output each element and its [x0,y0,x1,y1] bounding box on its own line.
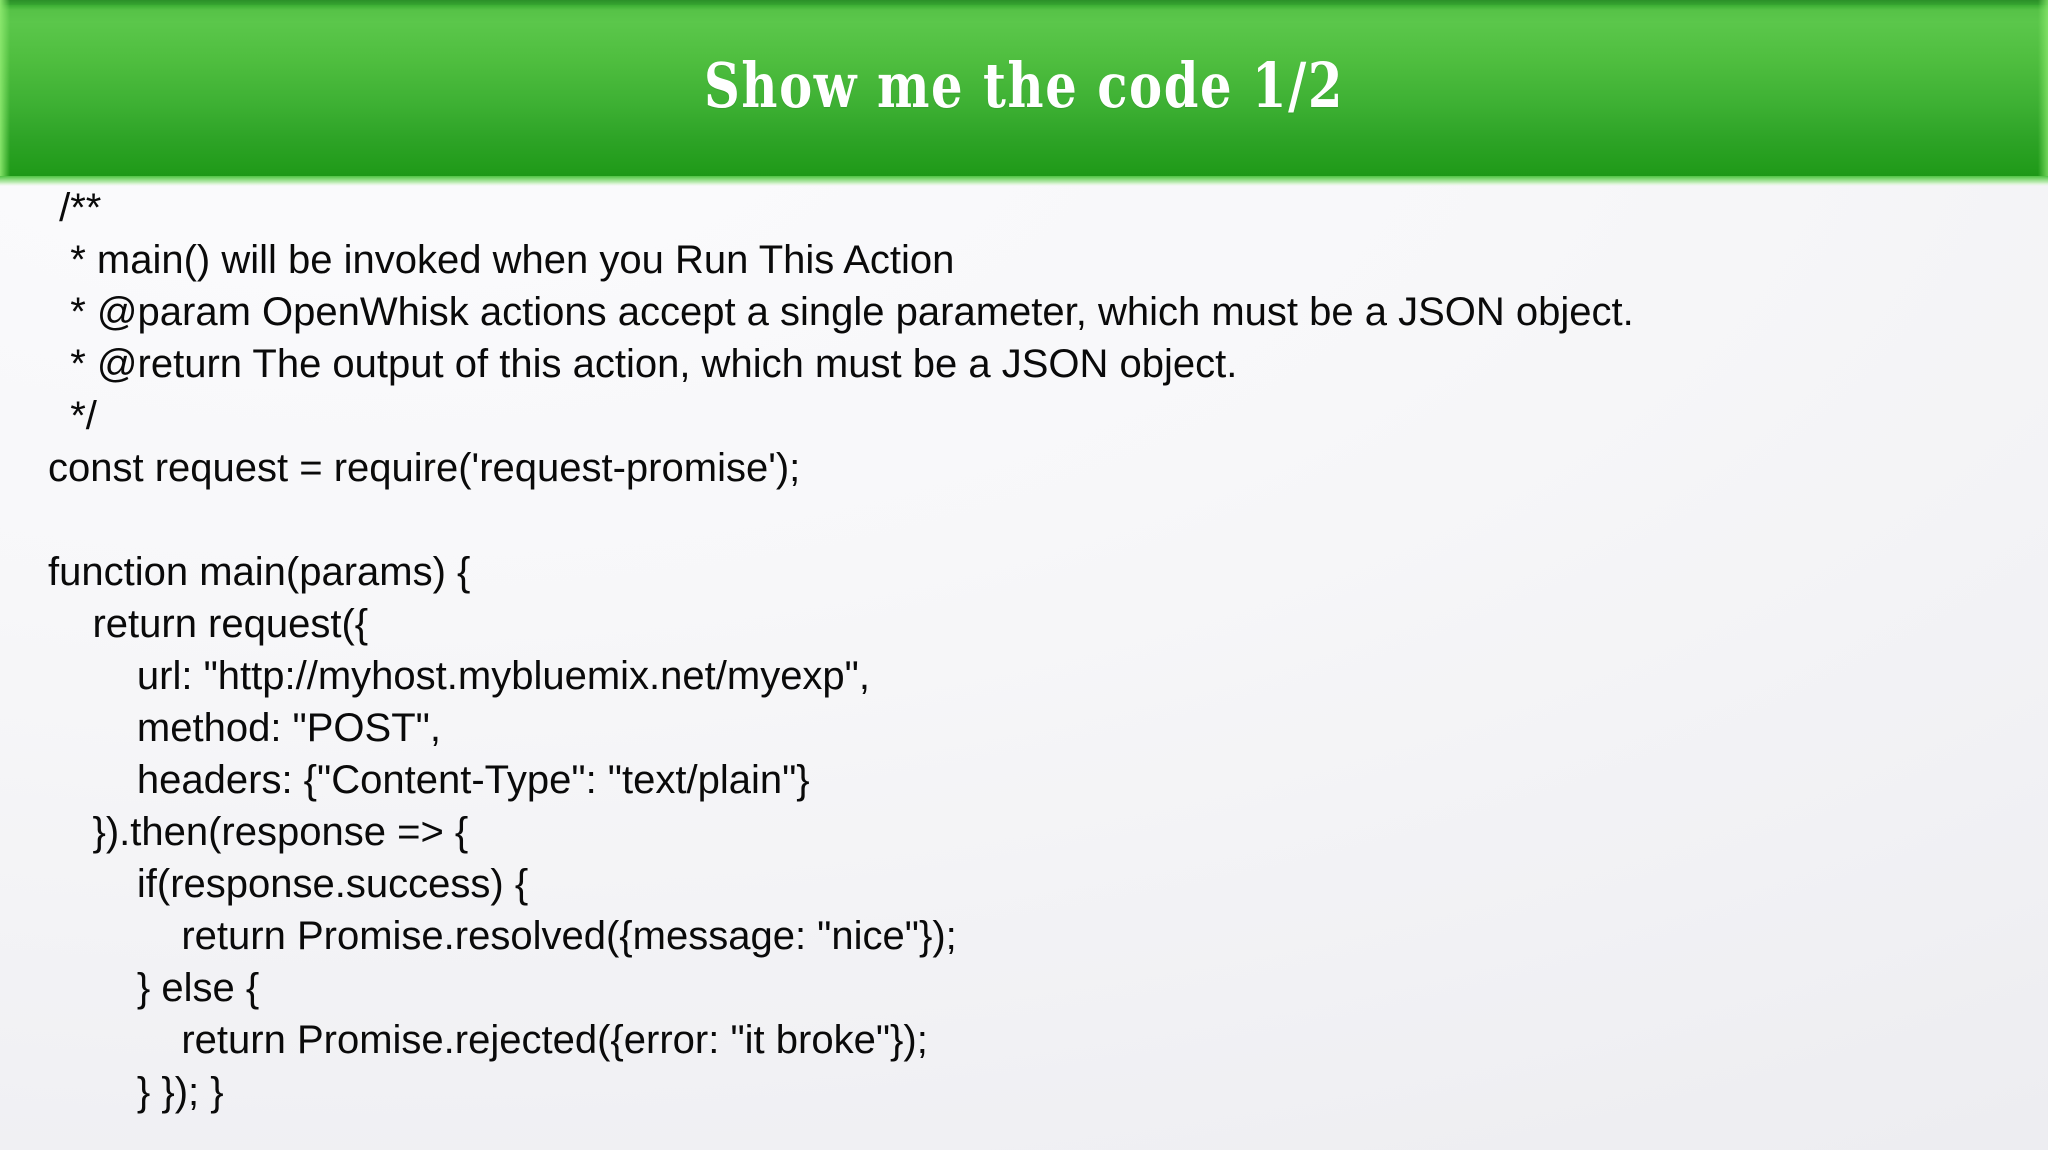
code-block: /** * main() will be invoked when you Ru… [48,182,1634,1118]
code-line: */ [48,394,97,438]
code-line: } }); } [48,1070,224,1114]
slide-title: Show me the code 1/2 [704,49,1344,122]
code-line: function main(params) { [48,550,471,594]
code-line: } else { [48,966,260,1010]
code-line: * @return The output of this action, whi… [48,342,1238,386]
code-line: if(response.success) { [48,862,529,906]
code-line: }).then(response => { [48,810,469,854]
code-line: const request = require('request-promise… [48,446,801,490]
code-body: /** * main() will be invoked when you Ru… [0,176,2048,1150]
code-line: * main() will be invoked when you Run Th… [48,238,955,282]
code-line: return Promise.rejected({error: "it brok… [48,1018,928,1062]
title-banner [0,0,2048,176]
code-line: return request({ [48,602,369,646]
code-line: * @param OpenWhisk actions accept a sing… [48,290,1634,334]
code-line: url: "http://myhost.mybluemix.net/myexp"… [48,654,870,698]
banner-right-highlight [2038,0,2048,176]
code-line: return Promise.resolved({message: "nice"… [48,914,957,958]
code-line: method: "POST", [48,706,441,750]
banner-top-rule [0,0,2048,5]
code-line: headers: {"Content-Type": "text/plain"} [48,758,810,802]
code-line: /** [48,186,102,230]
banner-left-highlight [0,0,10,176]
code-line [48,494,1634,546]
banner-under-glow [0,176,2048,186]
